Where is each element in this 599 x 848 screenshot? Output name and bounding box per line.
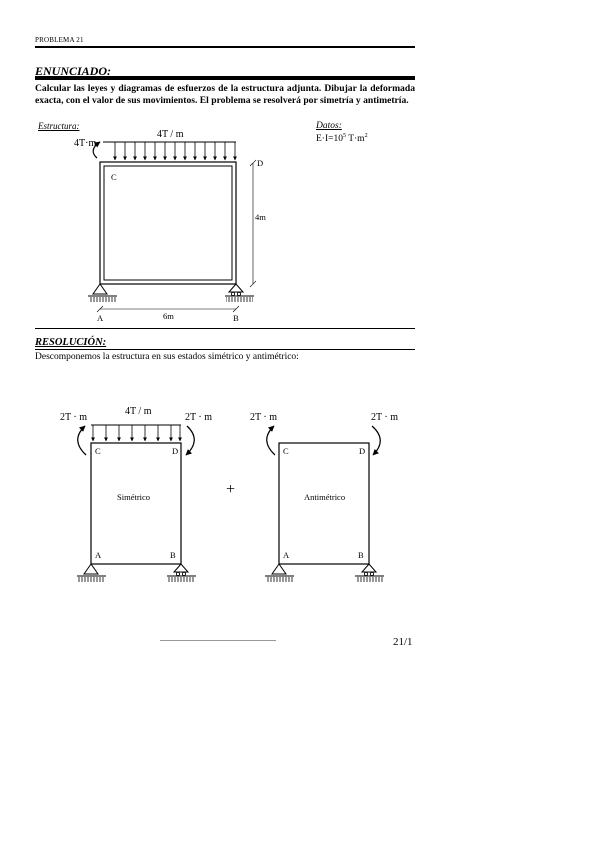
sym-node-d: D [172,446,178,456]
anti-pinned-support-icon [271,563,287,575]
anti-node-d: D [359,446,365,456]
sym-frame [90,442,182,565]
sym-moment-right-icon [185,425,195,456]
decomposition-diagrams: 2T · m 2T · m 4T / m C D A B Simétrico + [60,406,398,582]
load-label: 4T / m [157,129,184,140]
node-c-label: C [111,172,117,182]
ei-prefix: E·I=10 [316,134,343,145]
anti-node-c: C [283,446,289,456]
sym-load-label: 4T / m [125,406,152,417]
enunciado-rule [35,76,415,80]
header-rule [35,46,415,48]
frame-outer [99,161,237,285]
anti-node-a: A [283,550,290,560]
resolucion-rule [35,349,415,350]
sym-moment-left-label: 2T · m [60,412,87,423]
datos-ei-value: E·I=105 T·m2 [316,133,368,144]
sym-node-b: B [170,550,176,560]
resolucion-title: RESOLUCIÓN: [35,337,107,348]
estructura-label: Estructura: [38,121,80,131]
pinned-support-a-icon [92,283,108,295]
anti-label: Antimétrico [304,492,345,502]
anti-roller-support-icon [360,563,378,573]
node-d-label: D [257,158,263,168]
anti-frame [278,442,370,565]
span-label: 6m [163,311,174,321]
height-label: 4m [255,212,266,222]
header-label: PROBLEMA 21 [35,36,84,44]
datos-label: Datos: [316,121,342,131]
ei-exponent: 5 [343,133,346,139]
antimetric-state: 2T · m 2T · m C D A B Antimétrico [250,412,398,582]
section-rule [35,328,415,329]
enunciado-title: ENUNCIADO: [35,64,112,78]
resolucion-text: Descomponemos la estructura en sus estad… [35,352,299,362]
structure-diagram: 4T / m 4T·m C D 4m A 6m B [74,129,266,323]
sym-label: Simétrico [117,492,150,502]
frame-inner [103,165,233,281]
moment-label: 4T·m [74,138,96,149]
moment-arrow-icon [92,141,101,159]
plus-sign: + [226,481,235,498]
symmetric-state: 2T · m 2T · m 4T / m C D A B Simétrico [60,406,212,582]
distributed-load-arrows [113,142,237,161]
anti-moment-left-label: 2T · m [250,412,277,423]
sym-roller-support-icon [172,563,190,573]
page-number: 21/1 [393,636,413,648]
sym-moment-left-icon [77,425,87,456]
footer-rule [160,640,276,641]
problem-statement: Calcular las leyes y diagramas de esfuer… [35,83,415,106]
node-b-label: B [233,313,239,323]
sym-moment-right-label: 2T · m [185,412,212,423]
sym-load-arrows [91,425,182,442]
sym-node-a: A [95,550,102,560]
anti-moment-right-icon [371,425,381,456]
ei-unit: T·m [346,134,365,145]
sym-pinned-support-icon [83,563,99,575]
sym-node-c: C [95,446,101,456]
anti-node-b: B [358,550,364,560]
ei-unit-exponent: 2 [364,133,368,139]
roller-support-b-icon [227,283,245,293]
anti-moment-right-label: 2T · m [371,412,398,423]
anti-moment-left-icon [266,425,276,456]
node-a-label: A [97,313,104,323]
